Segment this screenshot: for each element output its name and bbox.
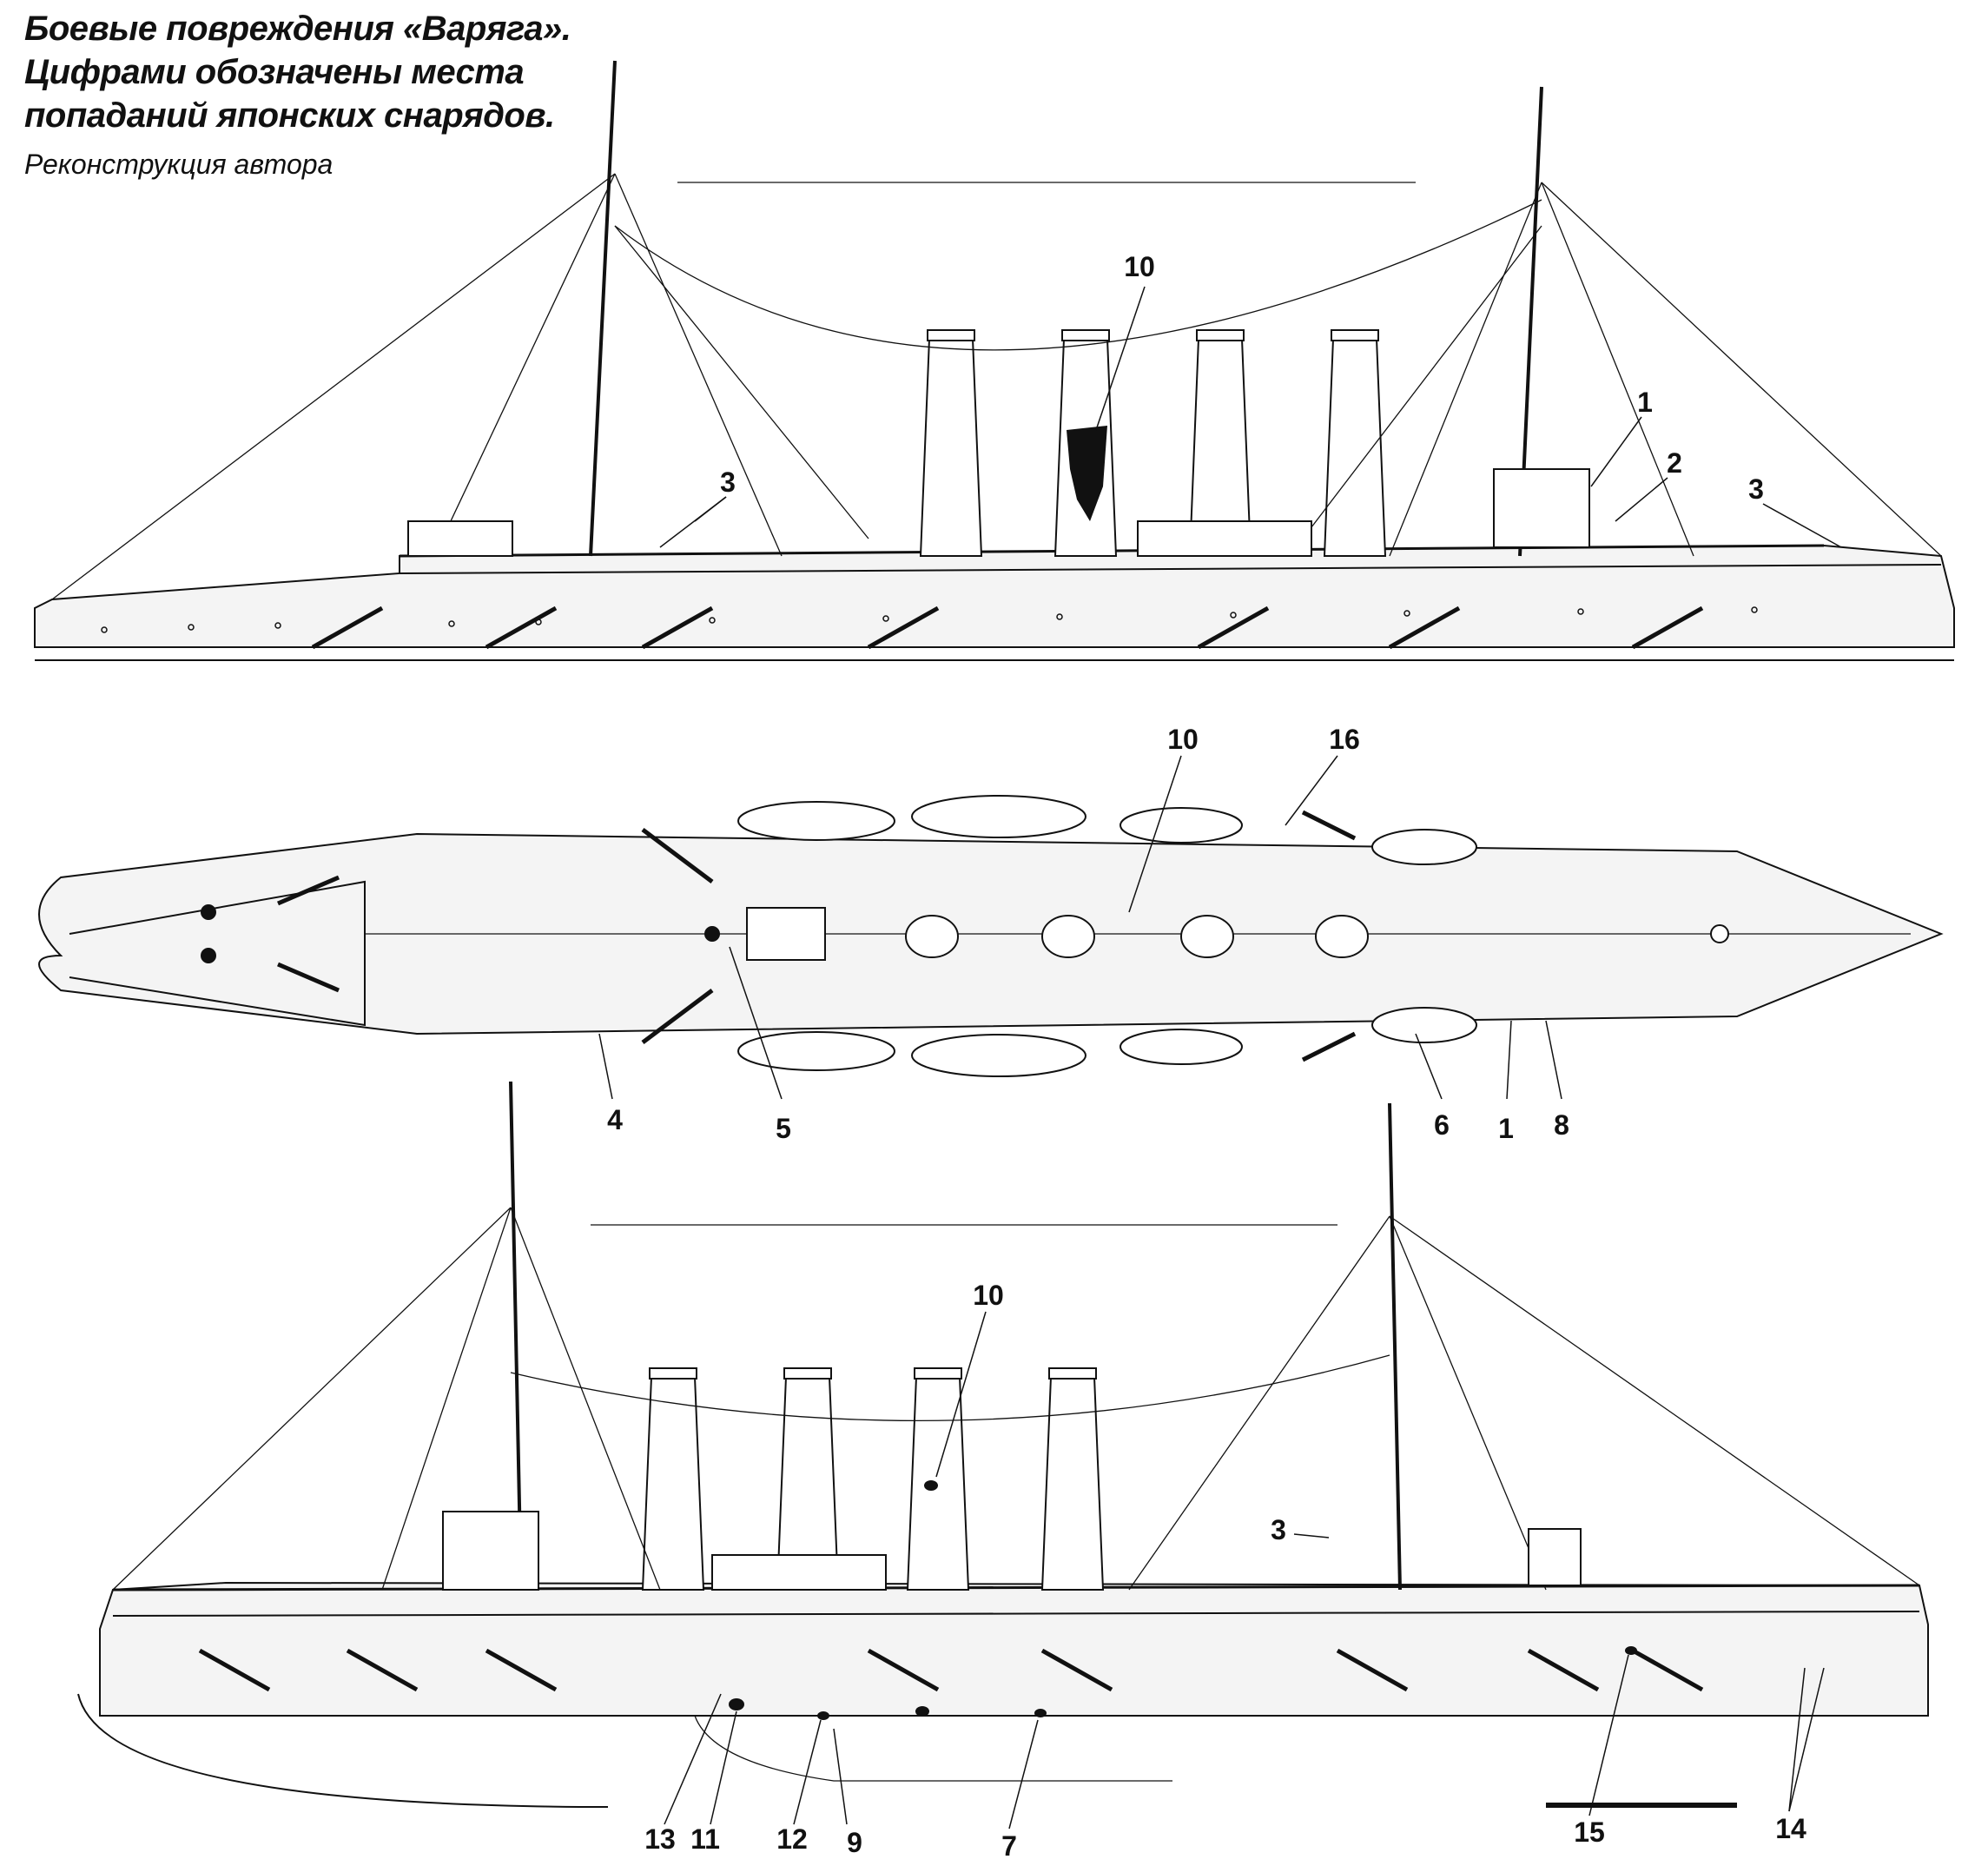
top-label-3-aft: 3 xyxy=(1748,473,1764,505)
plan-label-10: 10 xyxy=(1167,724,1199,755)
top-label-3-fore: 3 xyxy=(720,467,736,498)
leader-lines xyxy=(598,286,1842,1830)
caption-credit: Реконструкция автора xyxy=(24,149,334,180)
plan-label-1: 1 xyxy=(1498,1113,1514,1144)
bottom-hull xyxy=(99,1581,1929,1717)
bottom-shell-holes xyxy=(729,1480,1637,1720)
top-portholes xyxy=(101,606,1758,633)
plan-label-4: 4 xyxy=(607,1104,623,1135)
bottom-label-10: 10 xyxy=(973,1280,1004,1311)
caption-block: Боевые повреждения «Варяга». Цифрами обо… xyxy=(24,7,806,188)
top-funnel-damage xyxy=(1067,426,1107,521)
top-label-10: 10 xyxy=(1124,251,1155,282)
top-funnels xyxy=(919,329,1387,557)
plan-label-6: 6 xyxy=(1434,1109,1450,1141)
top-label-1: 1 xyxy=(1637,387,1653,418)
bottom-fore-mast xyxy=(509,1081,523,1591)
bottom-label-15: 15 xyxy=(1574,1816,1605,1848)
caption-line-3: попаданий японских снарядов. xyxy=(24,96,555,135)
bottom-label-12: 12 xyxy=(776,1823,808,1855)
bottom-funnels xyxy=(641,1367,1105,1591)
top-profile-view xyxy=(34,60,1955,661)
plan-label-16: 16 xyxy=(1329,724,1360,755)
plan-label-8: 8 xyxy=(1554,1109,1569,1141)
top-hull xyxy=(34,544,1955,648)
bottom-label-9: 9 xyxy=(847,1827,862,1858)
plan-label-5: 5 xyxy=(776,1113,791,1144)
bottom-label-14: 14 xyxy=(1775,1813,1806,1844)
caption-line-1: Боевые повреждения «Варяга». xyxy=(24,10,571,48)
bottom-label-11: 11 xyxy=(690,1823,720,1855)
plan-view xyxy=(38,795,1944,1077)
top-fore-mast xyxy=(589,60,617,557)
bottom-label-3: 3 xyxy=(1271,1514,1286,1545)
bottom-main-mast xyxy=(1388,1102,1402,1591)
bottom-label-7: 7 xyxy=(1001,1830,1017,1862)
bottom-profile-view xyxy=(77,1081,1929,1808)
caption-line-2: Цифрами обозначены места xyxy=(24,53,525,91)
top-label-2: 2 xyxy=(1667,447,1682,479)
bottom-label-13: 13 xyxy=(644,1823,676,1855)
